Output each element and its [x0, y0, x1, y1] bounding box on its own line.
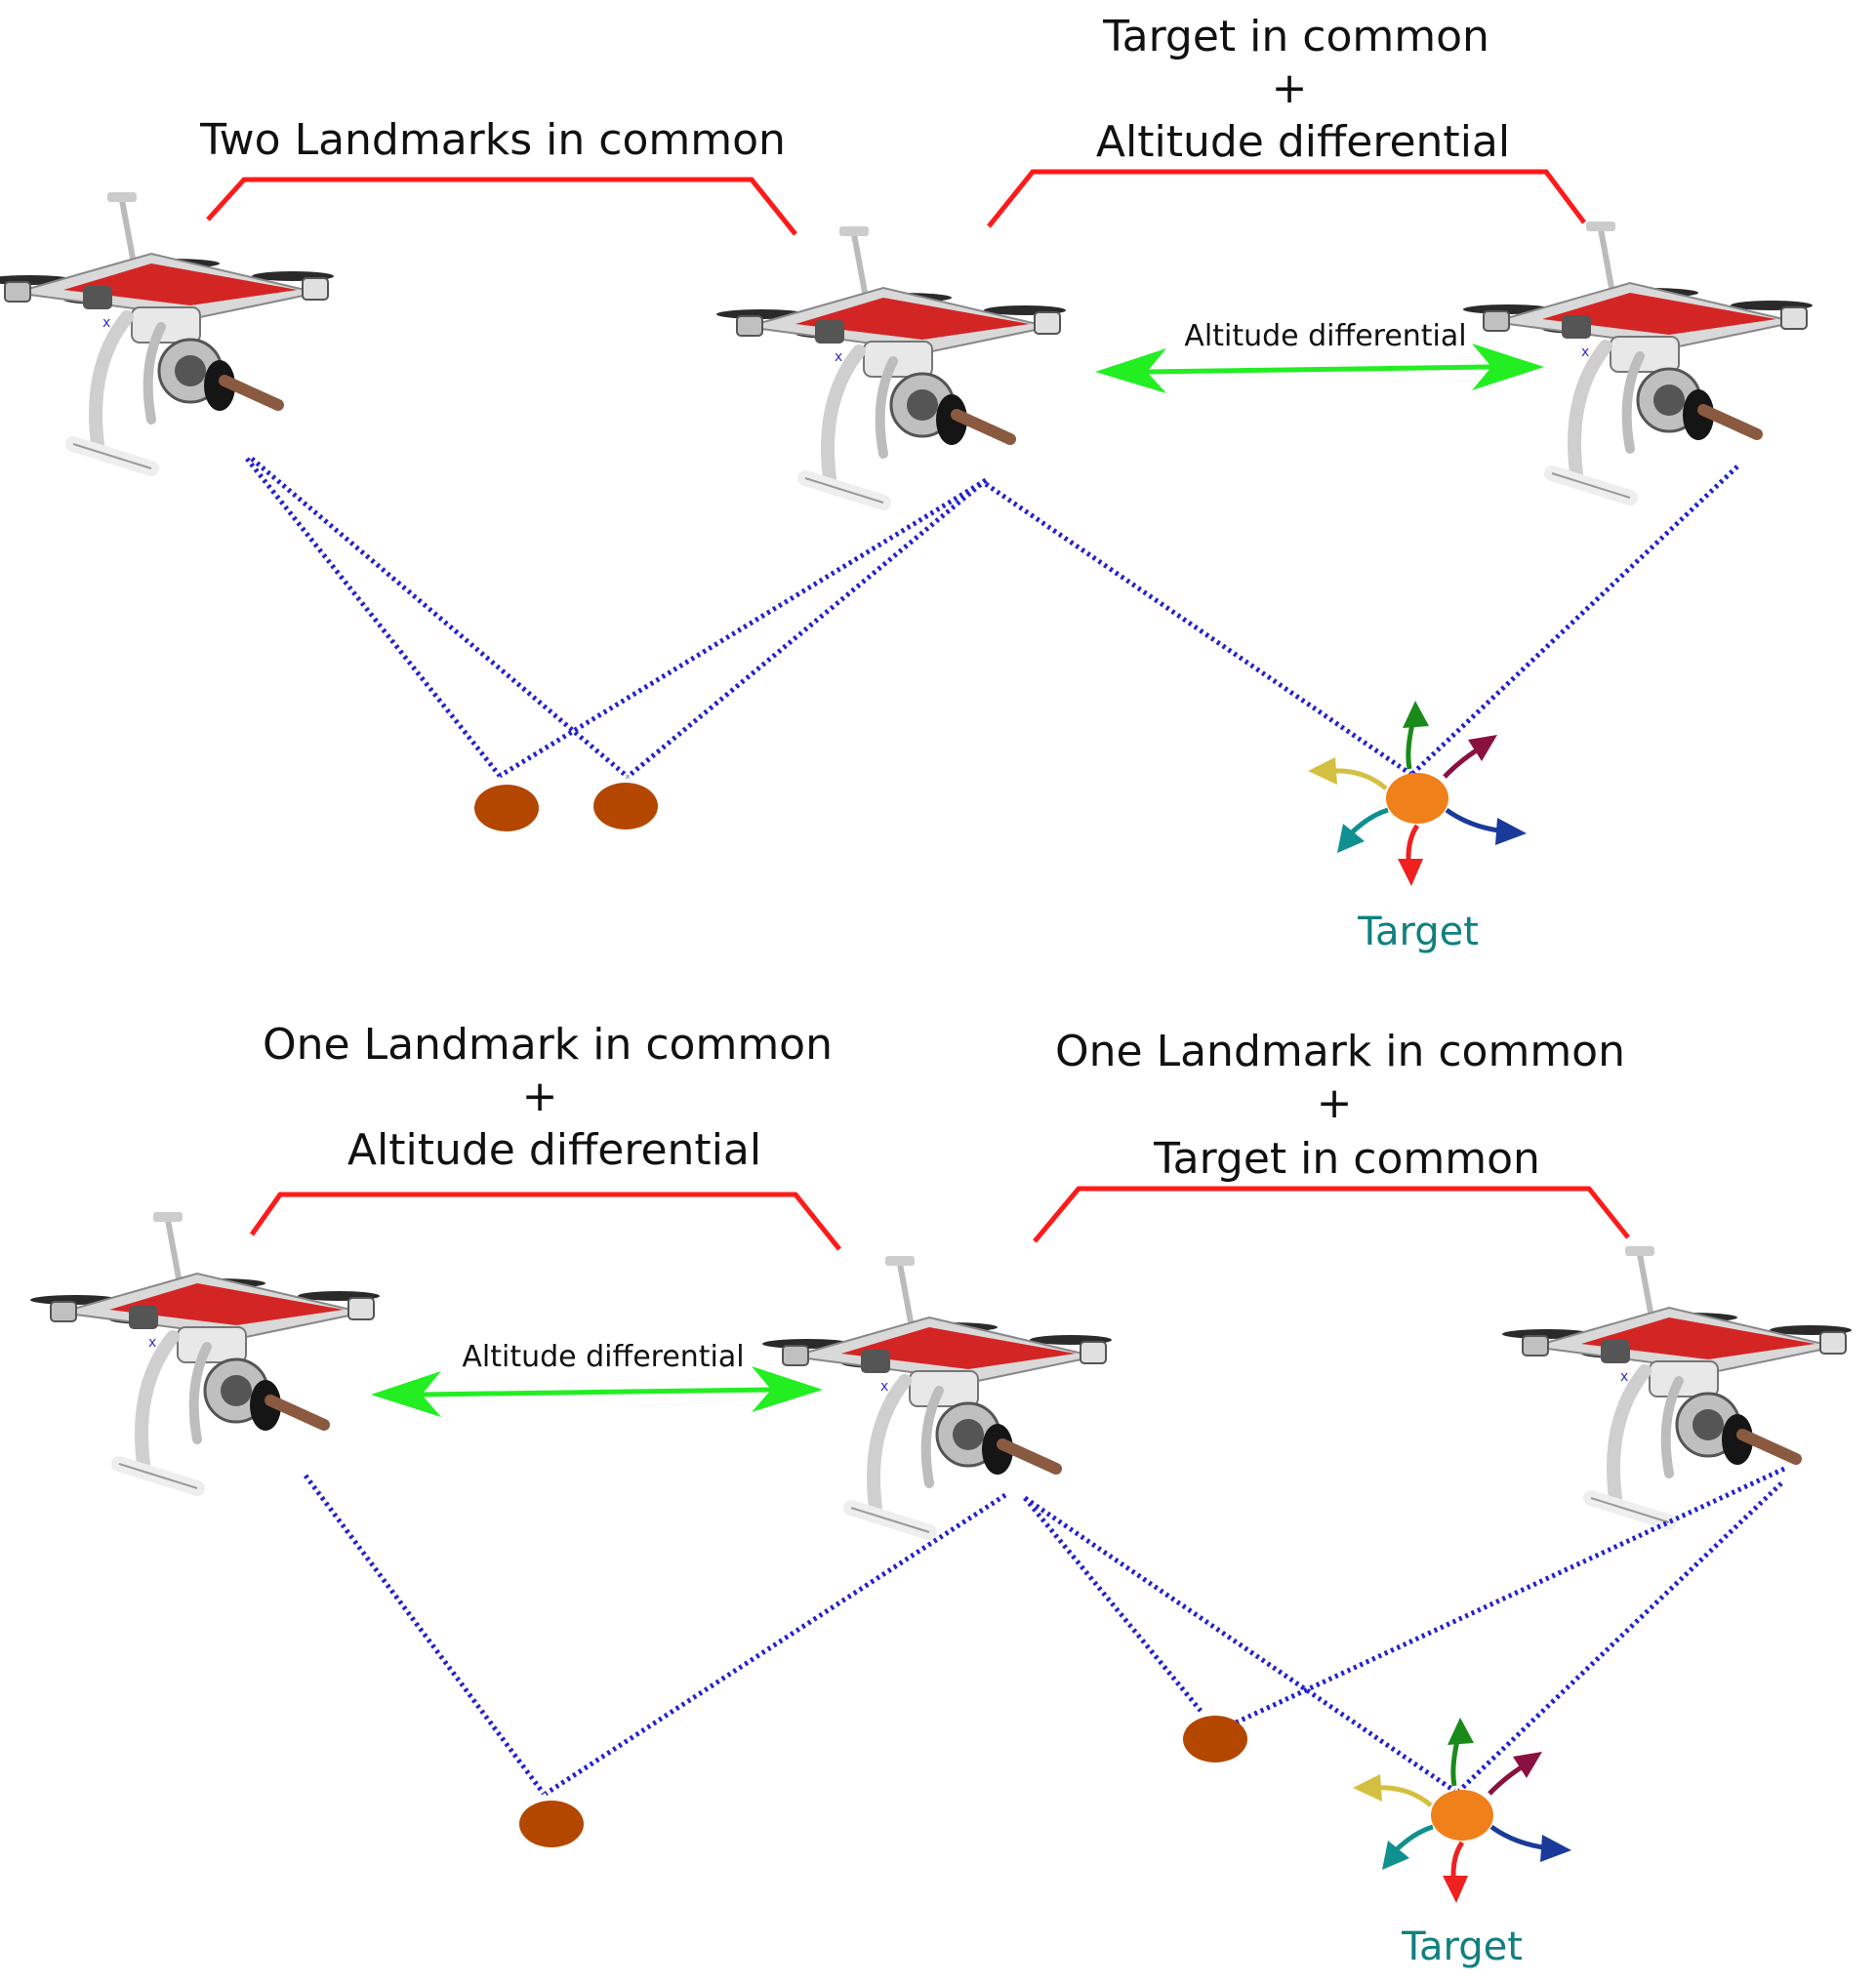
sight-lines: [303, 1474, 1007, 1797]
caption-landmark-altitude: One Landmark in common + Altitude differ…: [263, 1020, 846, 1175]
target: [1431, 1790, 1493, 1841]
altitude-label: Altitude differential: [462, 1340, 744, 1374]
pairing-bracket: [1033, 1186, 1630, 1243]
panel-landmark-target: One Landmark in common + Target in commo…: [1023, 1027, 1852, 1969]
landmark: [1183, 1716, 1247, 1762]
drone-icon: [0, 192, 334, 468]
panel-two-landmarks: Two Landmarks in common: [0, 115, 1066, 831]
altitude-differential-arrow: [371, 1366, 823, 1417]
sight-lines: [984, 465, 1739, 777]
panel-target-altitude: Target in common + Altitude differential…: [984, 12, 1813, 954]
panel-landmark-altitude: One Landmark in common + Altitude differ…: [30, 1020, 1112, 1847]
target-marker: [1353, 1718, 1571, 1903]
caption-target-altitude: Target in common + Altitude differential: [1096, 12, 1510, 167]
landmark: [474, 785, 539, 831]
pairing-bracket: [249, 1192, 841, 1251]
caption-two-landmarks: Two Landmarks in common: [199, 115, 786, 165]
pairing-bracket: [987, 169, 1586, 228]
landmark: [593, 783, 658, 830]
drone-icon: [30, 1212, 380, 1488]
drone-icon: [762, 1256, 1112, 1532]
drone-icon: [716, 226, 1066, 503]
target-marker: [1308, 701, 1527, 886]
altitude-label: Altitude differential: [1184, 319, 1466, 353]
target-axis-arrows: [1308, 701, 1527, 886]
target-label: Target: [1401, 1924, 1523, 1969]
drone-icon: [1502, 1246, 1852, 1522]
target-label: Target: [1357, 910, 1479, 954]
target-axis-arrows: [1353, 1718, 1571, 1903]
target: [1386, 773, 1448, 824]
altitude-differential-arrow: [1095, 344, 1544, 393]
sight-lines: [1023, 1466, 1786, 1794]
landmark: [519, 1801, 584, 1847]
pairing-bracket: [206, 177, 797, 236]
caption-landmark-target: One Landmark in common + Target in commo…: [1055, 1027, 1639, 1184]
sight-lines: [245, 457, 988, 779]
